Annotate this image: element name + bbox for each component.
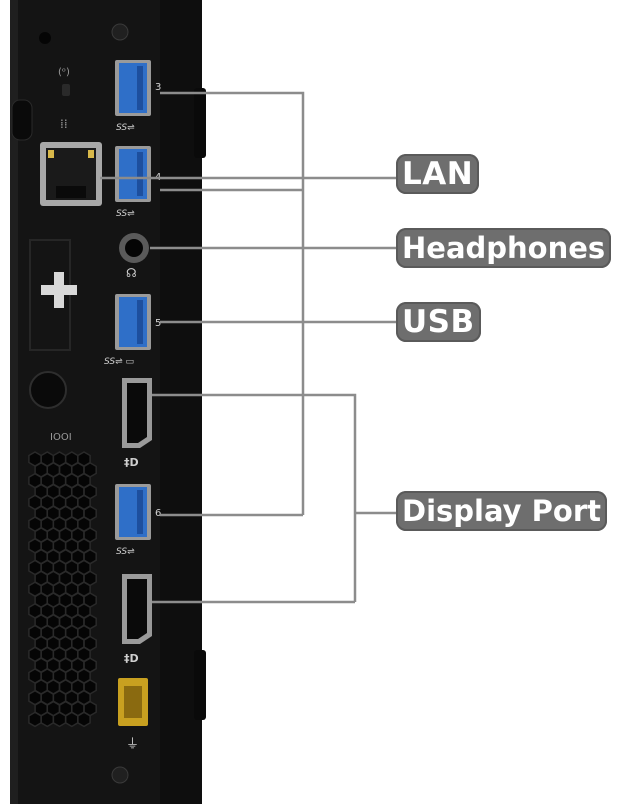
vent-hole <box>64 711 79 728</box>
callout-usb: USB <box>396 302 481 342</box>
leader-line-dp-1 <box>152 393 357 602</box>
usb-port-4: 4 SS⇌ <box>115 146 161 219</box>
power-plug-icon: ⏚ <box>126 737 139 752</box>
port-number-label: 6 <box>155 508 161 519</box>
port-number-label: 5 <box>155 318 161 329</box>
port-number-label: 3 <box>155 82 161 93</box>
callout-headphones: Headphones <box>396 228 612 268</box>
network-icon: ⁞⁞ <box>60 117 68 131</box>
vent-hole <box>40 711 55 728</box>
vent-hole <box>77 711 91 728</box>
headphone-jack: ☊ <box>119 233 149 280</box>
screw-hole-icon <box>39 32 51 44</box>
leader-line-usb-3 <box>160 91 305 515</box>
expansion-slot: IOOI <box>29 239 77 443</box>
usb-port-5: 5 SS⇌ ▭ <box>104 294 161 367</box>
display-port-2: ‡D <box>122 574 152 665</box>
screw-icon <box>111 766 129 784</box>
lan-port <box>40 142 102 206</box>
headphones-icon: ☊ <box>126 266 137 280</box>
vent-hole <box>28 711 42 728</box>
power-connector: ⏚ <box>118 678 148 752</box>
lock-slot-icon <box>62 84 70 96</box>
superspeed-usb-icon: SS⇌ <box>116 209 135 219</box>
security-lock-icon <box>29 371 67 409</box>
displayport-icon: ‡D <box>124 652 139 665</box>
leader-lines <box>100 91 398 604</box>
callout-lan: LAN <box>396 154 480 194</box>
displayport-icon: ‡D <box>124 456 139 469</box>
usb-port-3: 3 SS⇌ <box>115 60 161 133</box>
superspeed-usb-icon: SS⇌ <box>116 547 135 557</box>
serial-icon: IOOI <box>50 432 72 443</box>
callout-display-port: Display Port <box>396 491 607 531</box>
superspeed-usb-charging-icon: SS⇌ ▭ <box>104 357 134 367</box>
superspeed-usb-icon: SS⇌ <box>116 123 135 133</box>
display-port-1: ‡D <box>122 378 152 469</box>
vent-hole <box>52 711 67 728</box>
usb-port-6: 6 SS⇌ <box>115 484 161 557</box>
wifi-antenna-icon: (ᵒ) <box>58 67 70 78</box>
screw-icon <box>111 23 129 41</box>
vent-grille <box>28 451 97 728</box>
